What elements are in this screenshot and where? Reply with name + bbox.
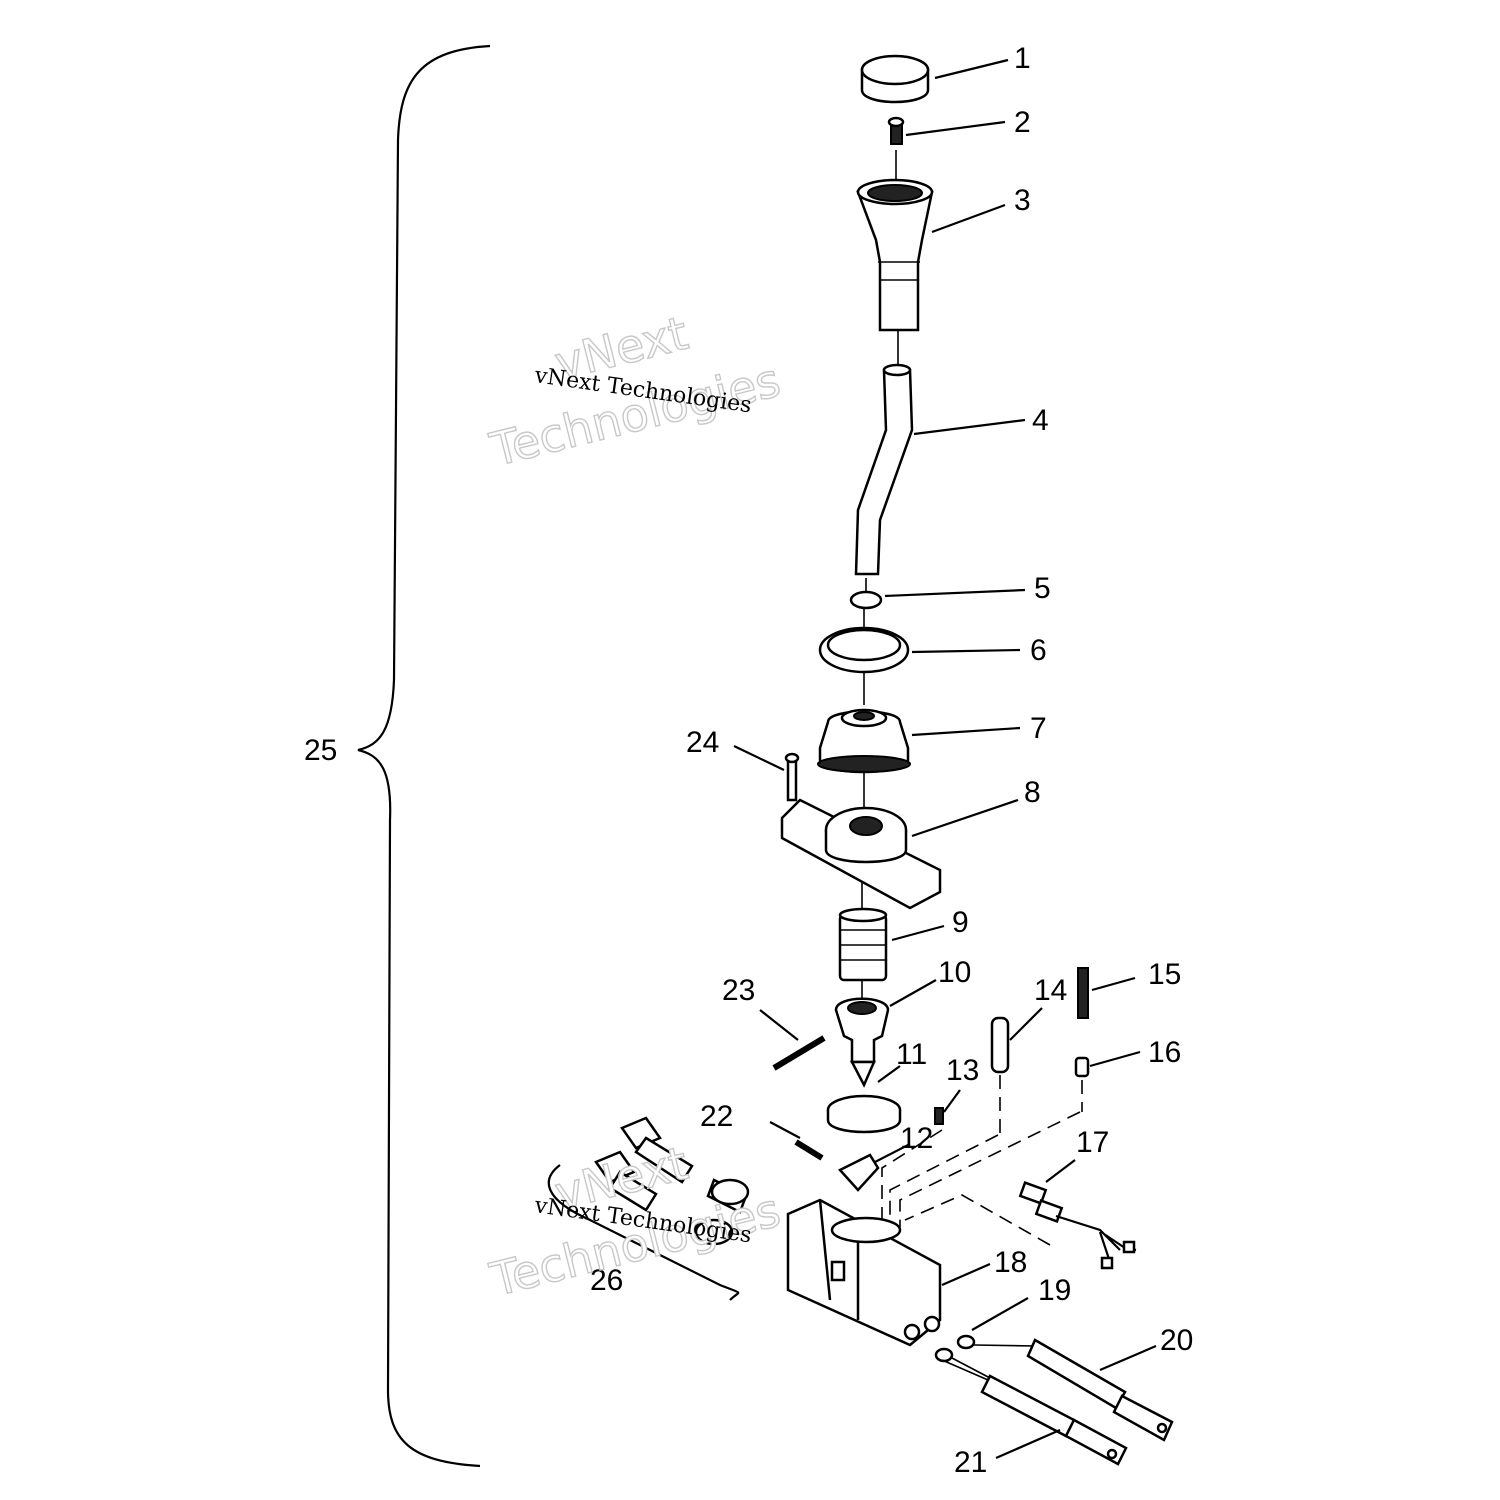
part-6-ring	[818, 626, 910, 674]
part-21-shift-rail	[941, 1357, 1128, 1466]
callout-12: 12	[900, 1122, 933, 1155]
part-24-screw	[784, 752, 800, 802]
callout-2: 2	[1014, 106, 1031, 139]
part-14-plunger	[990, 1016, 1010, 1074]
leader-2	[905, 120, 1006, 137]
leader-5	[884, 588, 1026, 598]
part-13-set-screw	[934, 1107, 944, 1125]
part-11-gate-ring	[826, 1094, 902, 1134]
guide-path-2	[899, 1111, 1081, 1230]
callout-23: 23	[722, 974, 755, 1007]
leader-17	[1045, 1159, 1076, 1183]
leader-15	[1091, 976, 1136, 992]
callout-7: 7	[1030, 712, 1047, 745]
part-23-pin	[772, 1035, 826, 1071]
callout-8: 8	[1024, 776, 1041, 809]
callout-20: 20	[1160, 1324, 1193, 1357]
part-12-lever-clip	[837, 1153, 880, 1192]
callout-5: 5	[1034, 572, 1051, 605]
part-22-pin	[794, 1139, 824, 1161]
leader-8	[911, 798, 1019, 838]
leader-13	[943, 1089, 961, 1113]
leader-9	[891, 924, 945, 942]
leader-16	[1089, 1050, 1141, 1068]
leader-1	[934, 58, 1009, 80]
watermark-bottom: vNext Technologies vNext Technologies	[484, 1135, 786, 1308]
part-15-threaded-stud	[1077, 967, 1089, 1019]
leader-14	[1009, 1007, 1043, 1041]
part-5-washer	[849, 590, 883, 610]
leader-21	[995, 1428, 1061, 1460]
leader-20	[1099, 1344, 1157, 1372]
callout-26: 26	[590, 1264, 623, 1297]
part-4-shift-lever	[854, 363, 914, 576]
leader-7	[911, 726, 1021, 737]
callout-13: 13	[946, 1054, 979, 1087]
callout-10: 10	[938, 956, 971, 989]
callout-9: 9	[952, 906, 969, 939]
leader-11	[877, 1065, 901, 1083]
guide-path-4	[904, 1194, 1051, 1246]
part-2-screw	[887, 116, 905, 145]
callout-4: 4	[1032, 404, 1049, 437]
part-18-housing	[786, 1198, 942, 1347]
sub-brace-26	[547, 1164, 740, 1301]
part-1-knob-cap	[860, 54, 930, 104]
callout-11: 11	[896, 1038, 927, 1071]
callout-3: 3	[1014, 184, 1031, 217]
leader-19	[971, 1297, 1029, 1331]
callout-16: 16	[1148, 1036, 1181, 1069]
callout-25: 25	[304, 734, 337, 767]
part-3-shift-grip	[856, 178, 934, 332]
leader-6	[911, 648, 1021, 654]
watermark-top: vNext Technologies vNext Technologies	[484, 305, 786, 478]
callout-18: 18	[994, 1246, 1027, 1279]
callout-1: 1	[1014, 42, 1031, 75]
part-7-boot-cover	[817, 708, 911, 774]
leader-4	[913, 418, 1026, 436]
leader-24	[733, 745, 785, 771]
callout-19: 19	[1038, 1274, 1071, 1307]
callout-24: 24	[686, 726, 719, 759]
leader-18	[941, 1262, 991, 1287]
part-16-sleeve	[1074, 1056, 1090, 1078]
leader-23	[759, 1009, 799, 1041]
part-20-shift-rail	[973, 1338, 1174, 1442]
leader-10	[889, 979, 937, 1007]
part-9-spring	[838, 907, 888, 982]
leader-22	[769, 1121, 801, 1139]
assembly-brace-25	[357, 44, 491, 1468]
part-10-pivot	[834, 997, 890, 1088]
guide-path-3	[881, 1129, 943, 1225]
callout-14: 14	[1034, 974, 1067, 1007]
part-19-o-rings	[934, 1334, 976, 1363]
callout-17: 17	[1076, 1126, 1109, 1159]
part-26-bolts-bushings	[594, 1116, 750, 1246]
leader-3	[931, 203, 1006, 234]
callout-22: 22	[700, 1100, 733, 1133]
part-17-switch-harness	[1018, 1181, 1137, 1270]
callout-15: 15	[1148, 958, 1181, 991]
callout-6: 6	[1030, 634, 1047, 667]
guide-path-1	[889, 1134, 999, 1230]
part-8-mounting-plate	[780, 798, 942, 910]
callout-21: 21	[954, 1446, 987, 1479]
leader-12	[874, 1143, 911, 1163]
